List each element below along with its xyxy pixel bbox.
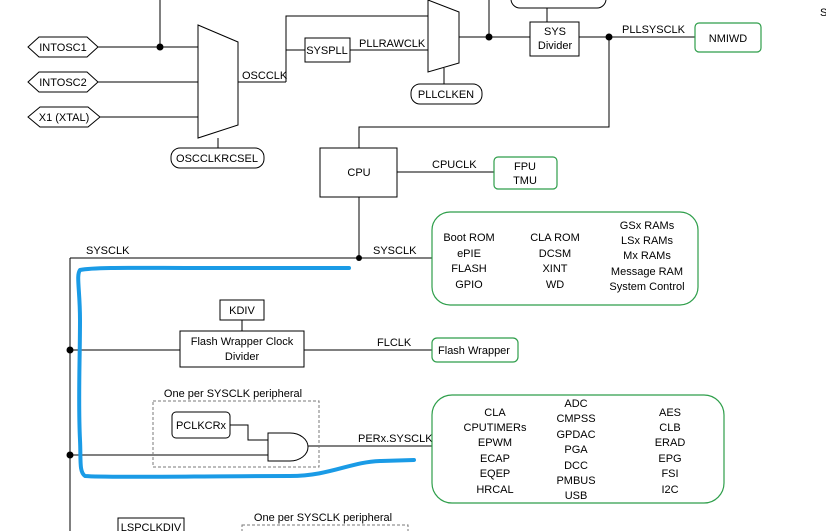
and-gate	[267, 432, 309, 462]
per-sysclk-group-label: One per SYSCLK peripheral	[164, 388, 302, 400]
pllrawclk-label: PLLRAWCLK	[359, 38, 426, 50]
peripheral-item: CLB	[659, 422, 680, 434]
pclkcr-block: PCLKCRx	[171, 411, 231, 439]
svg-text:FPU: FPU	[514, 161, 536, 173]
flash-clock-divider-block: Flash Wrapper Clock Divider	[179, 330, 305, 368]
peripheral-item: DCC	[564, 460, 588, 472]
sys-divider-block: SYS Divider	[529, 21, 580, 57]
oscclk-label: OSCCLK	[242, 70, 288, 82]
intosc1-input: INTOSC1	[27, 36, 99, 58]
syspll-block: SYSPLL	[304, 37, 351, 63]
peripheral-item: I2C	[661, 484, 678, 496]
module-item: ePIE	[457, 248, 481, 260]
svg-text:SYSPLL: SYSPLL	[306, 45, 348, 57]
peripheral-item: PMBUS	[556, 475, 595, 487]
peripheral-item: EPG	[658, 453, 681, 465]
intosc2-input: INTOSC2	[27, 71, 99, 93]
nmiwd-block: NMIWD	[694, 22, 762, 53]
intosc1-label: INTOSC1	[39, 42, 86, 54]
module-item: CLA ROM	[530, 232, 580, 244]
oscclkrcsel-box: OSCCLKRCSEL	[170, 147, 265, 169]
peripheral-item: AES	[659, 407, 681, 419]
peripheral-item: CLA	[484, 407, 506, 419]
svg-text:LSPCLKDIV: LSPCLKDIV	[121, 522, 182, 531]
module-item: LSx RAMs	[621, 235, 673, 247]
module-item: GPIO	[455, 279, 483, 291]
per-sysclk-group-box-2	[241, 524, 409, 531]
pllsysclk-label: PLLSYSCLK	[622, 24, 686, 36]
xtal-input: X1 (XTAL)	[27, 106, 101, 128]
blue-annotation-stroke	[76, 265, 416, 479]
module-item: XINT	[542, 263, 567, 275]
lspclkdiv-block: LSPCLKDIV	[117, 517, 185, 531]
pll-mux	[427, 0, 460, 73]
peripheral-item: ADC	[564, 398, 587, 410]
svg-text:TMU: TMU	[513, 175, 537, 187]
junction-dots	[66, 33, 613, 459]
module-item: FLASH	[451, 263, 487, 275]
svg-text:Divider: Divider	[538, 40, 573, 52]
perx-sysclk-label: PERx.SYSCLK	[358, 433, 433, 445]
flclk-label: FLCLK	[377, 337, 412, 349]
svg-text:KDIV: KDIV	[229, 305, 255, 317]
sysclkdivsel-box	[510, 0, 607, 9]
intosc2-label: INTOSC2	[39, 77, 86, 89]
peripheral-item: FSI	[661, 468, 678, 480]
module-item: System Control	[609, 281, 684, 293]
peripheral-item: PGA	[564, 444, 588, 456]
per-sysclk-group-box	[152, 400, 320, 468]
svg-text:CPU: CPU	[347, 167, 370, 179]
svg-text:Flash Wrapper Clock: Flash Wrapper Clock	[191, 336, 294, 348]
module-item: Boot ROM	[443, 232, 494, 244]
pllclken-box: PLLCLKEN	[410, 83, 483, 105]
svg-text:Flash Wrapper: Flash Wrapper	[438, 345, 510, 357]
flash-wrapper-block: Flash Wrapper	[431, 337, 519, 363]
sysclk-left-label: SYSCLK	[86, 245, 130, 257]
module-item: DCSM	[539, 248, 571, 260]
peripheral-item: EQEP	[480, 468, 511, 480]
sysclk-right-label: SYSCLK	[373, 245, 417, 257]
peripheral-item: CPUTIMERs	[464, 422, 527, 434]
kdiv-block: KDIV	[219, 299, 265, 321]
peripheral-item: EPWM	[478, 437, 512, 449]
peripheral-item: ERAD	[655, 437, 686, 449]
peripheral-item: USB	[565, 490, 588, 502]
peripherals-box: CLA CPUTIMERs EPWM ECAP EQEP HRCAL ADC C…	[431, 394, 725, 504]
peripheral-item: ECAP	[480, 453, 510, 465]
peripheral-item: CMPSS	[556, 413, 595, 425]
svg-text:PLLCLKEN: PLLCLKEN	[418, 89, 474, 101]
svg-text:OSCCLKRCSEL: OSCCLKRCSEL	[176, 153, 258, 165]
peripheral-item: HRCAL	[476, 484, 513, 496]
per-sysclk-group-label-2: One per SYSCLK peripheral	[254, 512, 392, 524]
xtal-label: X1 (XTAL)	[39, 112, 90, 124]
module-item: Message RAM	[611, 266, 683, 278]
svg-text:SYS: SYS	[544, 26, 566, 38]
module-item: Mx RAMs	[623, 250, 671, 262]
oscillator-mux	[197, 24, 239, 139]
svg-text:NMIWD: NMIWD	[709, 33, 748, 45]
fpu-tmu-block: FPU TMU	[493, 156, 558, 190]
cpuclk-label: CPUCLK	[432, 159, 477, 171]
module-item: WD	[546, 279, 564, 291]
svg-text:PCLKCRx: PCLKCRx	[176, 420, 227, 432]
module-item: GSx RAMs	[620, 220, 675, 232]
svg-text:Divider: Divider	[225, 351, 260, 363]
edge-glyph: S	[820, 7, 826, 19]
peripheral-item: GPDAC	[556, 429, 595, 441]
wires	[69, 0, 695, 531]
sysclk-modules-box: Boot ROM ePIE FLASH GPIO CLA ROM DCSM XI…	[431, 211, 699, 306]
cpu-block: CPU	[319, 147, 398, 198]
